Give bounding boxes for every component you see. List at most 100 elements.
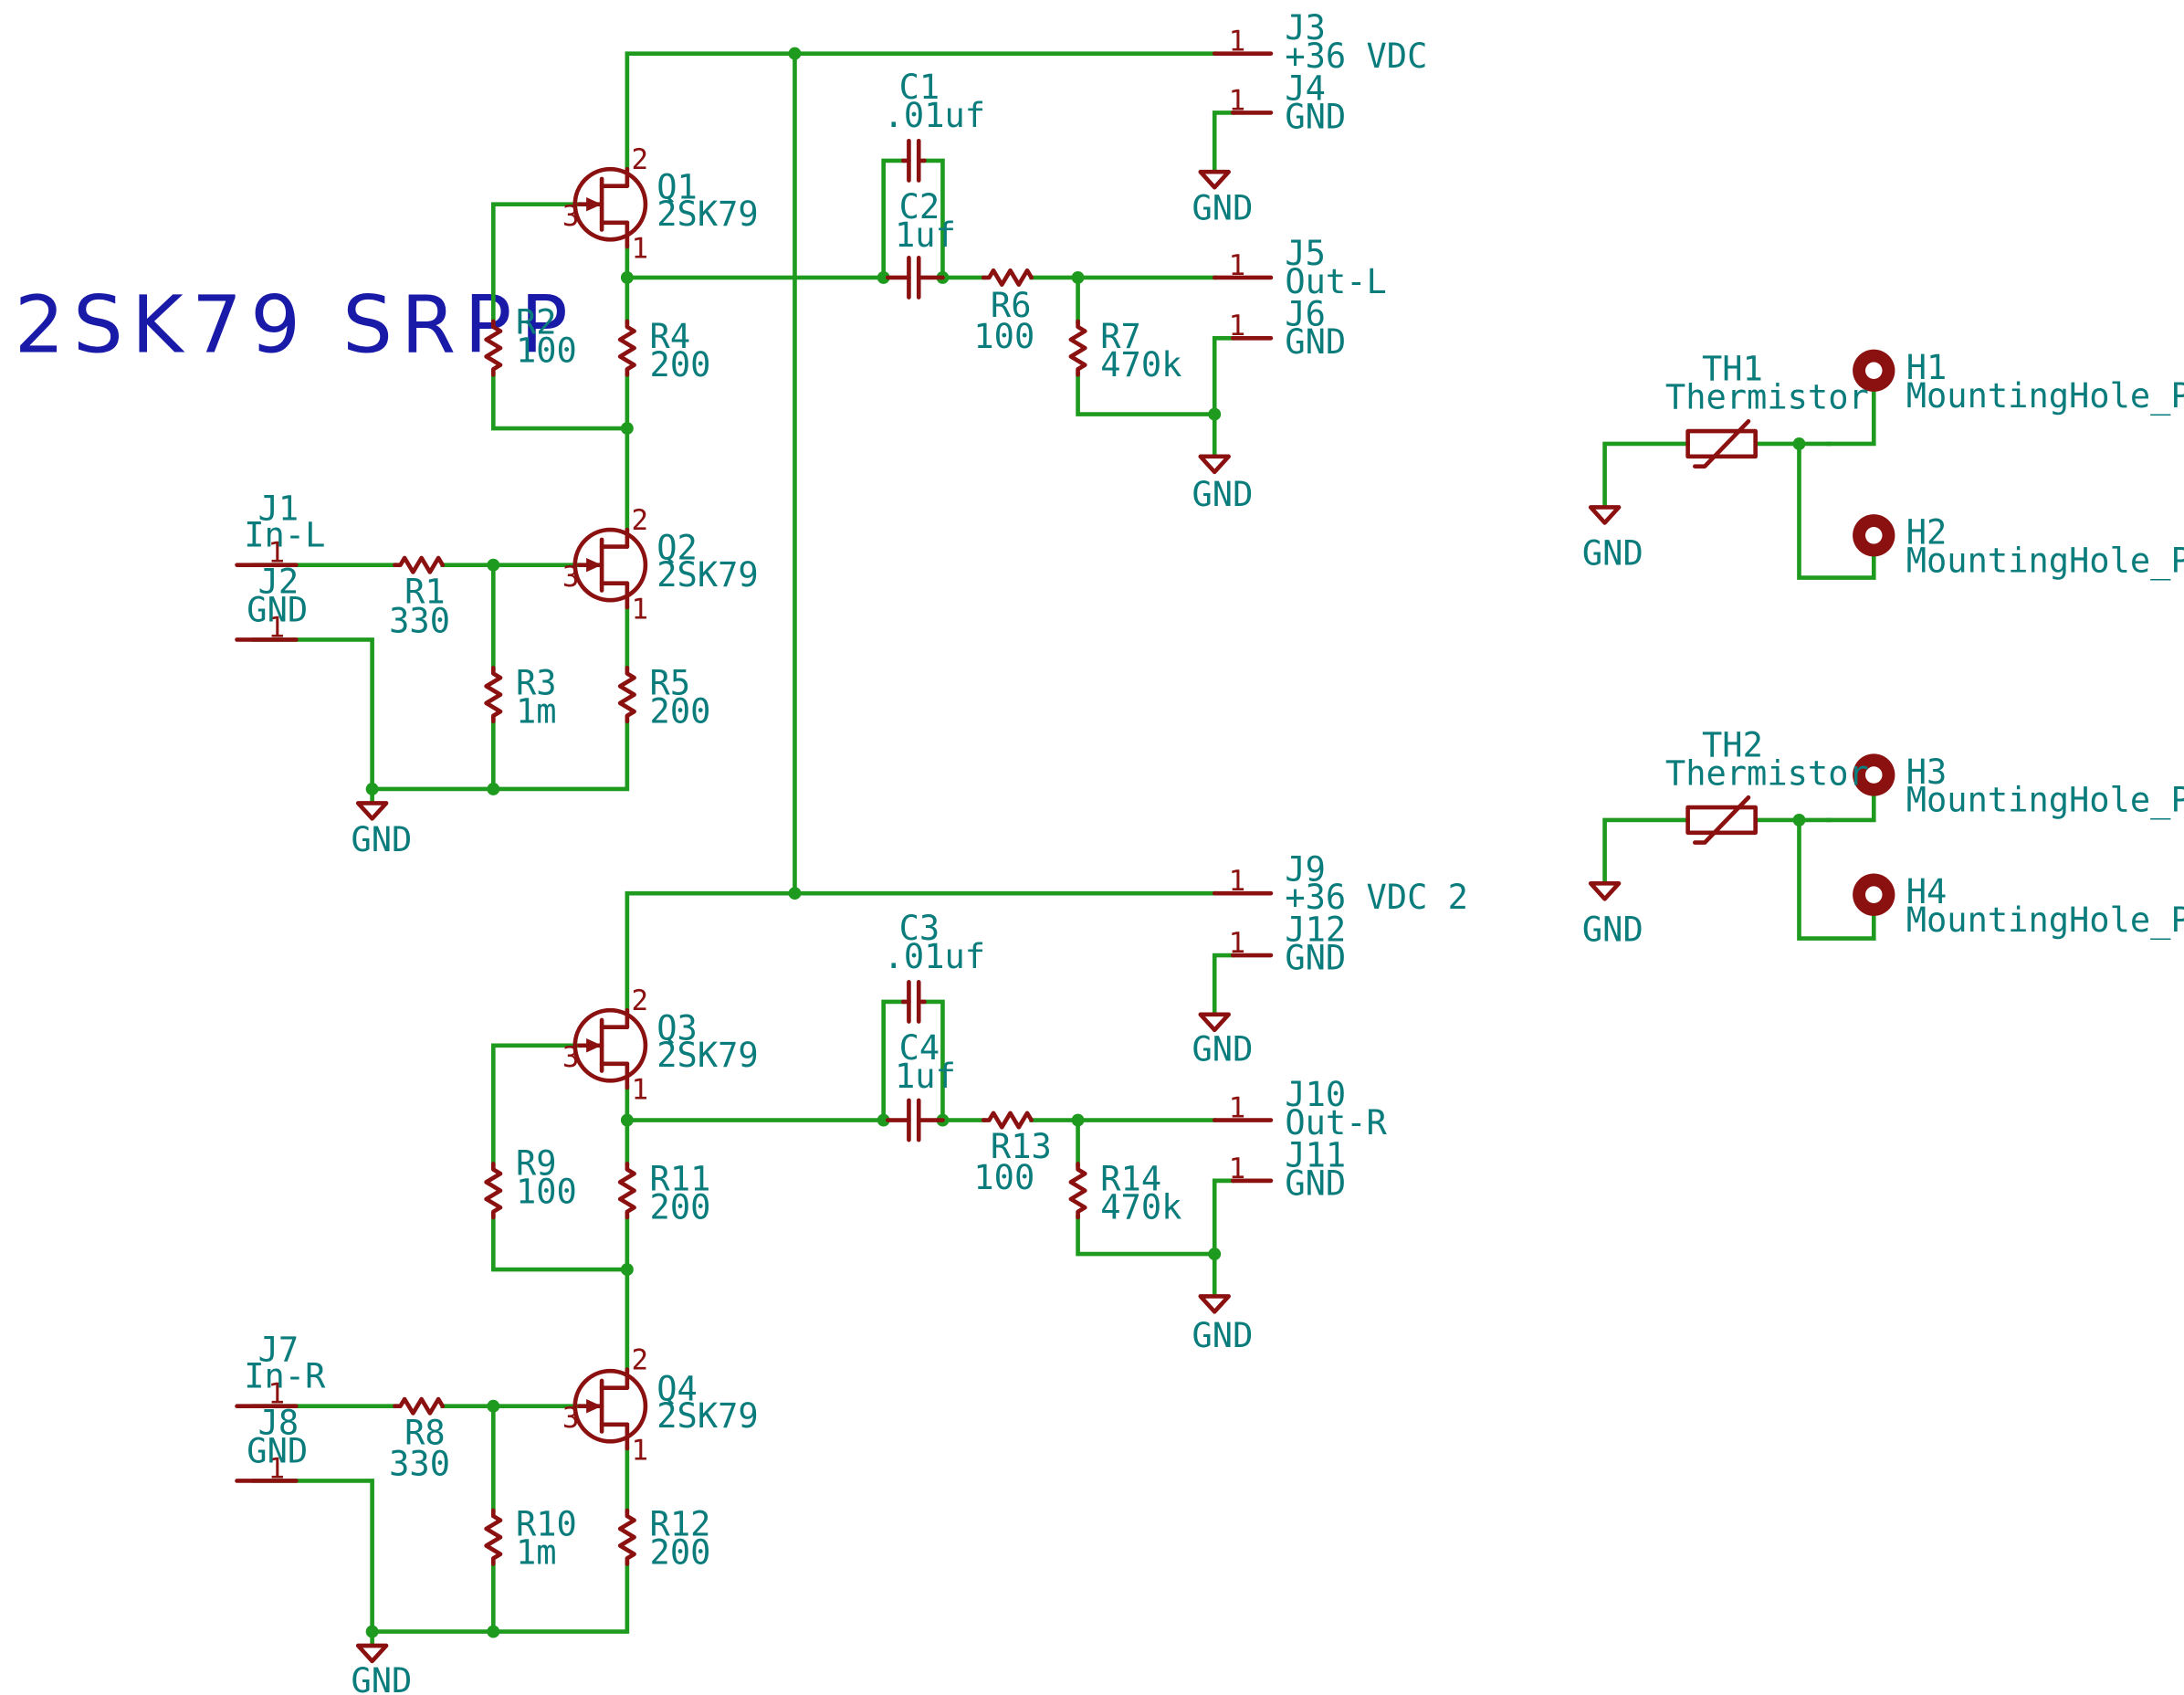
th2-thermistor [1685, 795, 1758, 845]
svg-text:1: 1 [1229, 249, 1246, 282]
c3-capacitor [900, 980, 927, 1024]
c4-value: 1uf [895, 1057, 956, 1096]
r8-resistor [392, 1396, 446, 1416]
r13-value: 100 [973, 1158, 1034, 1197]
h1-ref: H1 [1906, 348, 1948, 387]
r14-value: 470k [1100, 1188, 1181, 1227]
mounting-holes [1853, 349, 1895, 916]
svg-text:1: 1 [632, 1434, 649, 1467]
svg-text:2: 2 [632, 504, 649, 537]
j8-value: GND [247, 1431, 308, 1470]
c4-capacitor [885, 1098, 945, 1142]
r4-ref: R4 [650, 317, 691, 356]
r8-ref: R8 [404, 1413, 446, 1452]
gnd-label: GND [1192, 1030, 1254, 1069]
r4-value: 200 [650, 345, 711, 384]
r14-resistor [1068, 1162, 1087, 1220]
svg-text:2: 2 [632, 984, 649, 1017]
svg-text:1: 1 [632, 232, 649, 265]
gnd-label: GND [1192, 1316, 1254, 1355]
j8-ref: J8 [258, 1404, 299, 1443]
r7-value: 470k [1100, 345, 1181, 384]
svg-text:1: 1 [1229, 310, 1246, 342]
svg-text:1: 1 [1229, 26, 1246, 58]
r6-resistor [981, 268, 1034, 287]
q4-ref: Q4 [656, 1370, 698, 1409]
j9-value: +36 VDC 2 [1285, 878, 1468, 917]
gnd-label: GND [351, 1661, 412, 1695]
gnd-label: GND [1192, 189, 1254, 228]
th1-thermistor [1685, 418, 1758, 468]
j11-value: GND [1285, 1163, 1346, 1203]
c3-value: .01uf [884, 937, 985, 976]
r12-ref: R12 [650, 1505, 711, 1544]
q1-ref: Q1 [656, 168, 698, 207]
q1-value: 2SK79 [656, 195, 758, 234]
j9-ref: J9 [1285, 849, 1326, 889]
h4-value: MountingHole_Pad [1906, 900, 2184, 941]
h1-value: MountingHole_Pad [1906, 376, 2184, 416]
j10-ref: J10 [1285, 1075, 1346, 1114]
svg-text:1: 1 [632, 593, 649, 626]
q2-value: 2SK79 [656, 555, 758, 595]
j11-ref: J11 [1285, 1135, 1346, 1174]
svg-text:3: 3 [562, 561, 580, 594]
svg-text:1: 1 [632, 1073, 649, 1106]
r9-resistor [484, 1162, 503, 1220]
th2-ref: TH2 [1702, 725, 1763, 764]
r7-ref: R7 [1100, 317, 1141, 356]
j4-value: GND [1285, 97, 1346, 136]
r3-resistor [484, 665, 503, 724]
j12-ref: J12 [1285, 911, 1346, 950]
r3-ref: R3 [516, 664, 557, 703]
resistors [392, 268, 1087, 1566]
j7-value: In-R [244, 1357, 326, 1396]
r12-value: 200 [650, 1533, 711, 1573]
svg-text:3: 3 [562, 200, 580, 233]
r11-resistor [617, 1162, 636, 1220]
gnd-label: GND [351, 820, 412, 859]
r7-resistor [1068, 319, 1087, 377]
r13-resistor [981, 1111, 1034, 1130]
svg-text:2: 2 [632, 1344, 649, 1377]
r9-value: 100 [516, 1173, 577, 1212]
h1-mounting-hole [1853, 349, 1895, 392]
th2-value: Thermistor [1665, 753, 1869, 793]
q1-jfet [572, 166, 648, 249]
j2-value: GND [247, 590, 308, 629]
r4-resistor [617, 319, 636, 377]
pin-numbers: 1 1 1 1 1 1 1 1 1 1 1 1 2 3 1 2 3 1 2 3 … [268, 26, 1245, 1486]
capacitors [885, 138, 945, 1142]
r5-resistor [617, 665, 636, 724]
wires [251, 51, 1876, 1646]
q2-jfet [572, 527, 648, 610]
c3-ref: C3 [899, 909, 940, 948]
j5-value: Out-L [1285, 262, 1386, 301]
svg-text:1: 1 [1229, 1091, 1246, 1124]
j4-ref: J4 [1285, 69, 1326, 109]
gnd-symbols [355, 169, 1622, 1664]
schematic-title: 2SK79 SRPP [15, 280, 576, 372]
r14-ref: R14 [1100, 1160, 1161, 1199]
r3-value: 1m [516, 691, 557, 731]
svg-text:1: 1 [268, 611, 285, 644]
h4-ref: H4 [1906, 872, 1948, 911]
q3-jfet [572, 1007, 648, 1090]
j5-ref: J5 [1285, 234, 1326, 273]
r6-value: 100 [973, 317, 1034, 356]
c2-capacitor [885, 256, 945, 300]
h4-mounting-hole [1853, 873, 1895, 916]
svg-text:1: 1 [1229, 927, 1246, 960]
th1-ref: TH1 [1702, 350, 1763, 389]
svg-text:1: 1 [1229, 84, 1246, 117]
svg-text:1: 1 [1229, 865, 1246, 898]
q3-value: 2SK79 [656, 1036, 758, 1075]
svg-text:1: 1 [268, 1378, 285, 1411]
gnd-label: GND [1192, 475, 1254, 514]
q2-ref: Q2 [656, 528, 698, 567]
component-labels: J3 +36 VDC J4 GND J5 Out-L J6 GND J9 +36… [244, 8, 2184, 1695]
h3-mounting-hole [1853, 753, 1895, 796]
h2-mounting-hole [1853, 514, 1895, 557]
